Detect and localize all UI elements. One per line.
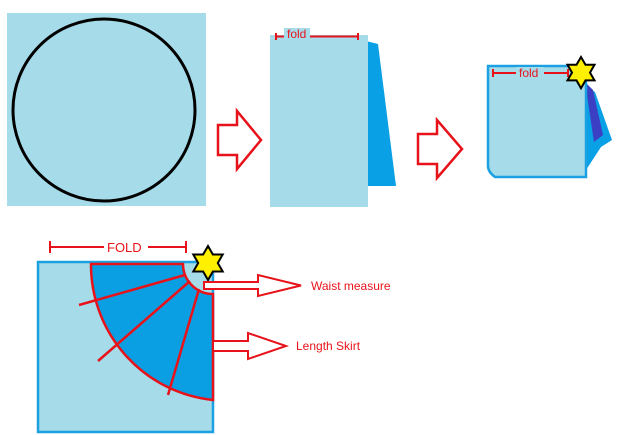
length-skirt-callout: Length Skirt (213, 333, 361, 359)
step-3-folded-quarter: fold (488, 57, 612, 177)
fabric-quarter (488, 66, 586, 177)
step-2-folded-half: fold (270, 27, 396, 207)
fold-label: fold (287, 27, 306, 41)
fabric-square (7, 13, 206, 206)
right-arrow-outline-icon (204, 275, 301, 296)
fold-label: fold (519, 66, 538, 80)
right-arrow-outline-icon (418, 120, 462, 178)
step-4-cutting-template: FOLD (38, 240, 223, 432)
fabric-half (270, 35, 368, 207)
right-arrow-outline-icon (218, 111, 261, 169)
waist-measure-label: Waist measure (311, 279, 391, 293)
fold-label: FOLD (107, 240, 142, 255)
right-arrow-outline-icon (213, 333, 286, 359)
step-1-fabric-square (7, 13, 206, 206)
length-skirt-label: Length Skirt (296, 339, 361, 353)
waist-measure-callout: Waist measure (204, 275, 391, 296)
